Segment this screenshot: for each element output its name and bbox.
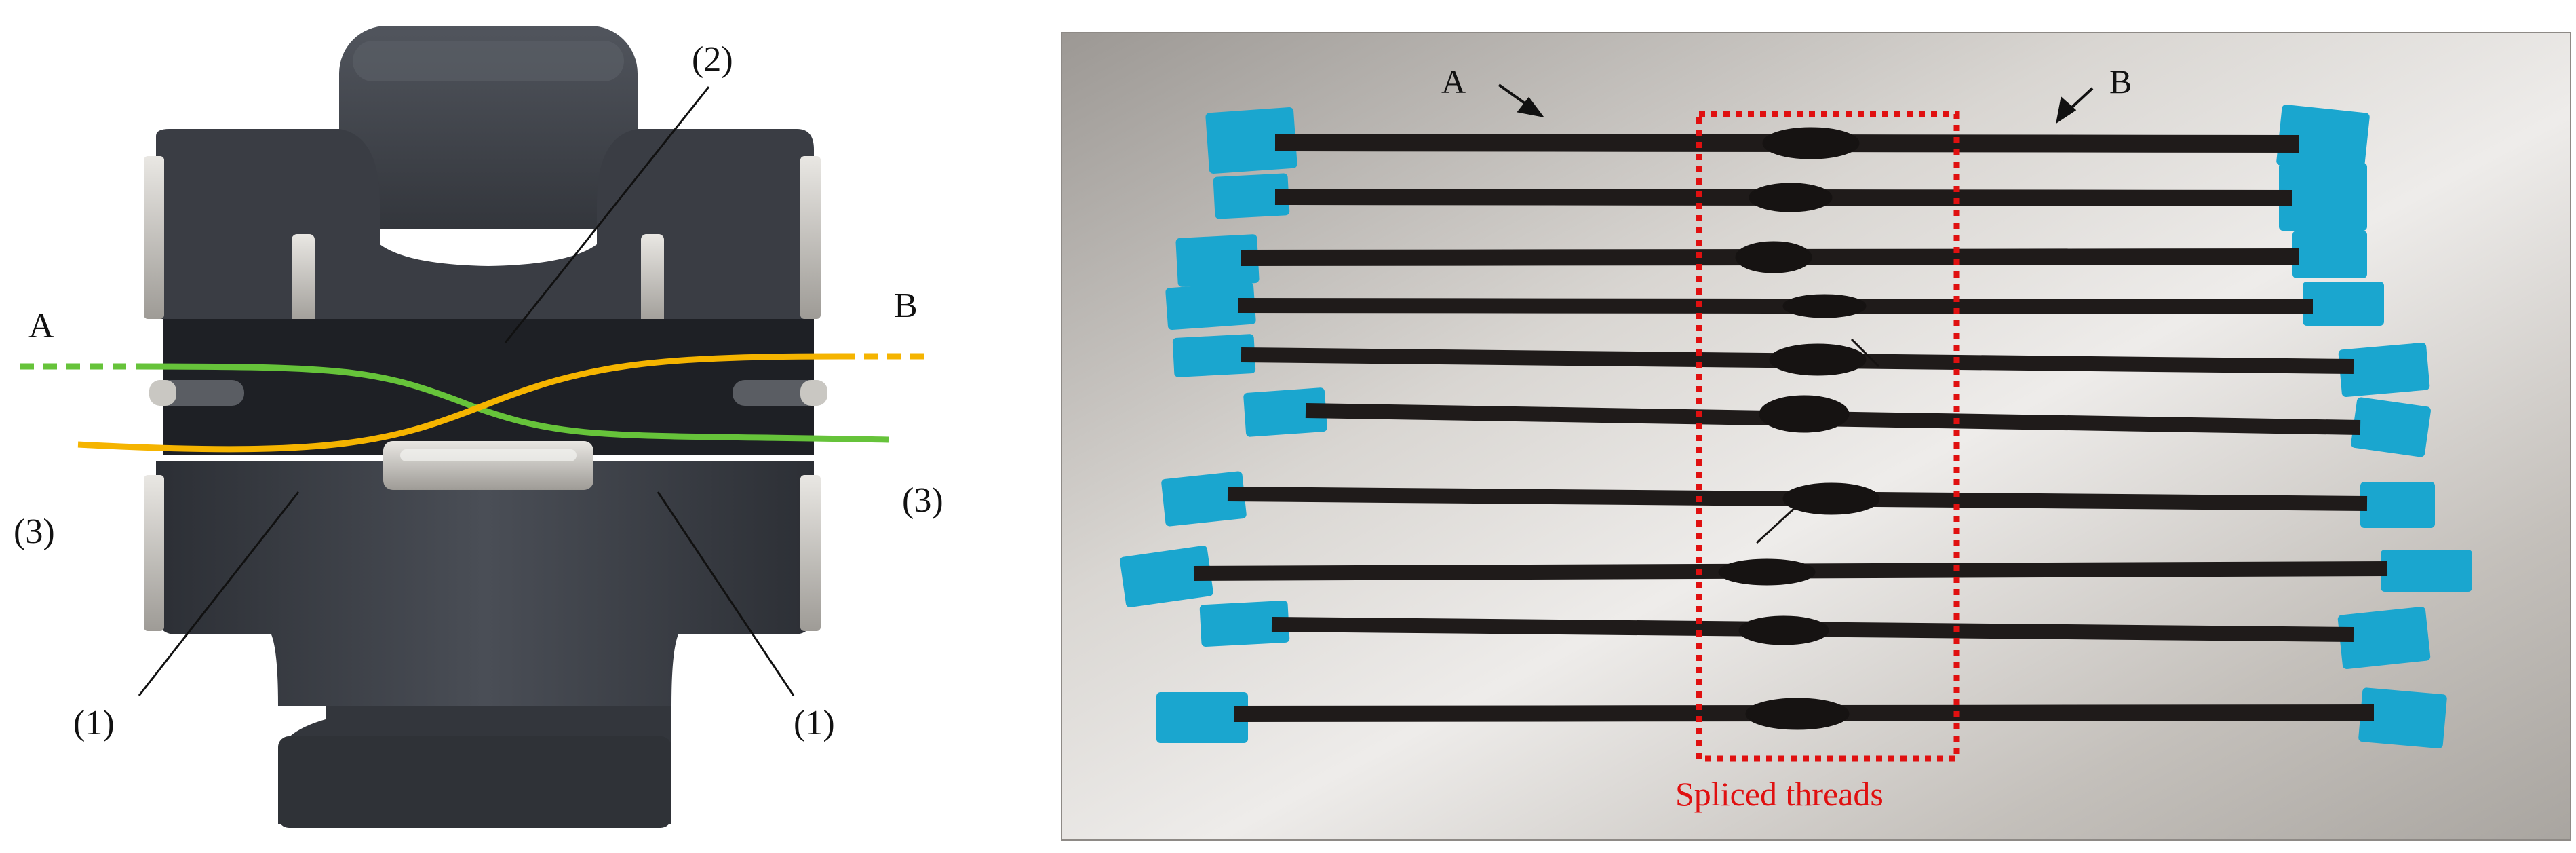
callout-2: (2) [692,40,733,79]
callout-1-right: (1) [794,704,835,742]
label-a-right: A [1441,62,1466,100]
spliced-threads-caption: Spliced threads [1675,775,1884,813]
direction-arrows [1498,83,2094,124]
callout-3-left: (3) [14,512,55,551]
label-b-right: B [2109,62,2132,100]
thread-b-path [77,353,933,453]
label-a-left: A [28,307,54,345]
callout-3-right: (3) [902,481,943,520]
spliced-region-highlight [1696,111,1960,762]
callout-lines [138,86,795,696]
label-b-left: B [894,286,918,325]
sample-strip [1165,282,2384,330]
splice-knots [1718,127,1880,730]
callout-1-left: (1) [73,704,115,742]
splicer-device-photo [144,26,827,828]
